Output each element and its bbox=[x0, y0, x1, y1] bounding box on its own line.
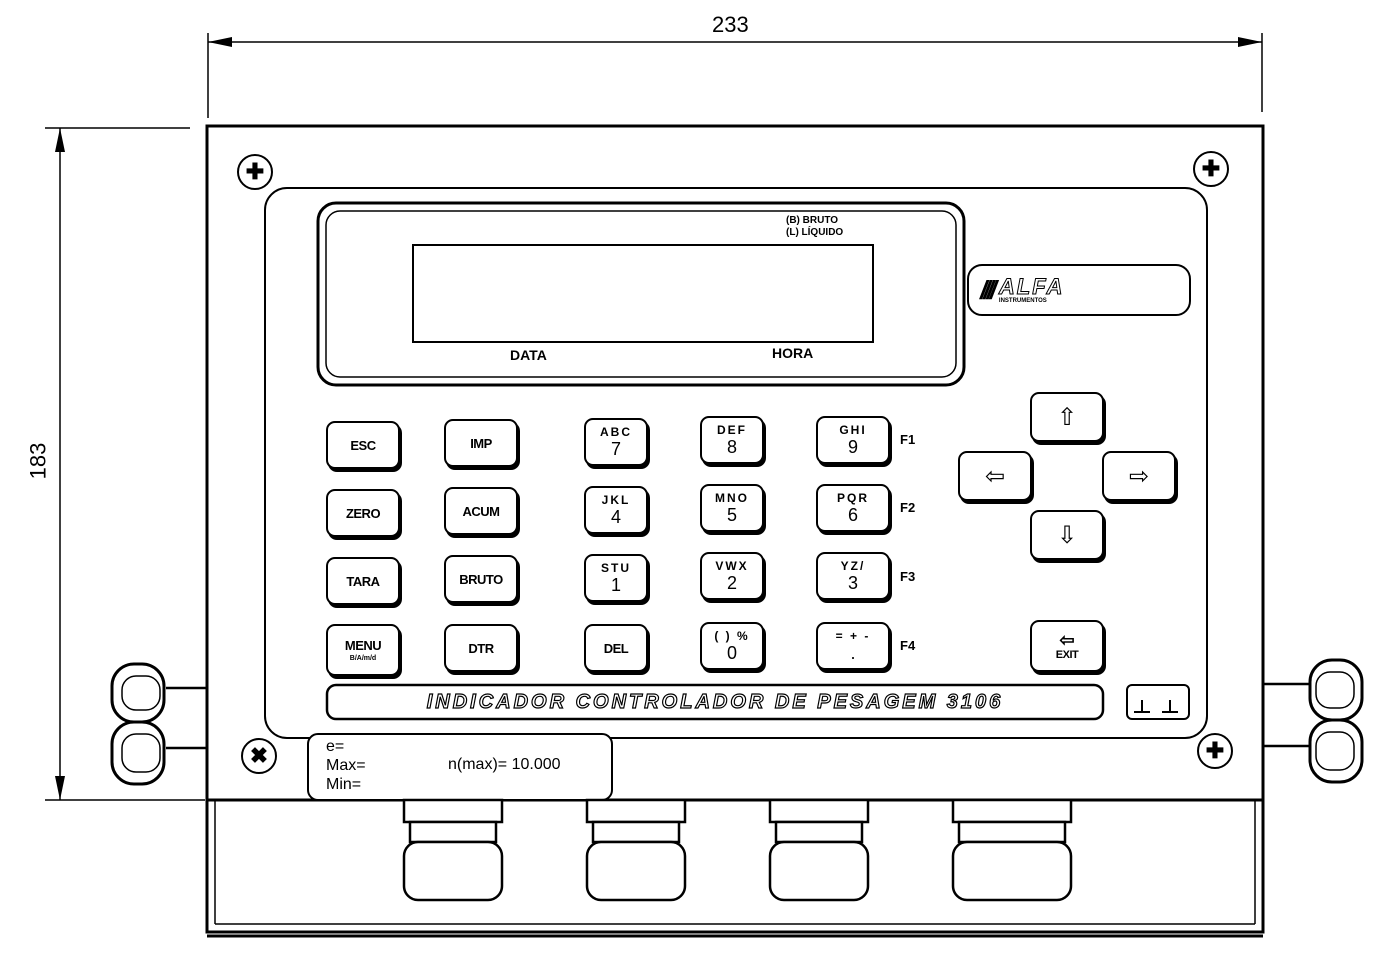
zero-key[interactable]: ZERO bbox=[326, 489, 400, 537]
del-key[interactable]: DEL bbox=[584, 624, 648, 672]
tara-key[interactable]: TARA bbox=[326, 557, 400, 605]
date-label: DATA bbox=[510, 347, 547, 363]
nameplate-title: INDICADOR CONTROLADOR DE PESAGEM 3106 bbox=[426, 690, 1004, 713]
arrow-up-icon: ⇧ bbox=[1056, 403, 1078, 431]
bruto-key[interactable]: BRUTO bbox=[444, 555, 518, 603]
lcd-display bbox=[413, 245, 873, 342]
exit-arrow-icon: ⇦ bbox=[1059, 630, 1075, 650]
down-arrow-key[interactable]: ⇩ bbox=[1030, 510, 1104, 560]
mode-gross-label: (B) BRUTO bbox=[786, 215, 839, 226]
imp-key[interactable]: IMP bbox=[444, 419, 518, 467]
mode-net-label: (L) LÍQUIDO bbox=[786, 227, 844, 238]
f4-label: F4 bbox=[900, 638, 916, 653]
brand-name: ALFA bbox=[998, 274, 1065, 299]
acum-key[interactable]: ACUM bbox=[444, 487, 518, 535]
arrow-down-icon: ⇩ bbox=[1056, 521, 1078, 549]
key-0[interactable]: ( ) %0 bbox=[700, 622, 764, 670]
exit-key[interactable]: ⇦ EXIT bbox=[1030, 620, 1104, 672]
esc-key[interactable]: ESC bbox=[326, 421, 400, 469]
display-mode-labels: (B) BRUTO (L) LÍQUIDO bbox=[786, 215, 843, 239]
right-arrow-key[interactable]: ⇨ bbox=[1102, 451, 1176, 501]
f1-label: F1 bbox=[900, 432, 916, 447]
brand-logo: //// ALFA INSTRUMENTOS bbox=[980, 272, 1180, 308]
time-label: HORA bbox=[772, 345, 814, 361]
rating-max: Max= bbox=[326, 757, 366, 774]
screw-bottom-left-icon: ✖ bbox=[241, 738, 277, 774]
dtr-key[interactable]: DTR bbox=[444, 624, 518, 672]
screw-top-right-icon: ✚ bbox=[1193, 151, 1229, 187]
ratings-left: e= Max= Min= bbox=[326, 737, 366, 794]
screw-bottom-right-icon: ✚ bbox=[1197, 733, 1233, 769]
rating-e: e= bbox=[326, 738, 345, 755]
key-3[interactable]: YZ/3 bbox=[816, 552, 890, 600]
f2-label: F2 bbox=[900, 500, 916, 515]
rating-min: Min= bbox=[326, 776, 362, 793]
logo-stripes-icon: //// bbox=[980, 274, 997, 305]
arrow-left-icon: ⇦ bbox=[984, 462, 1006, 490]
left-arrow-key[interactable]: ⇦ bbox=[958, 451, 1032, 501]
rating-n-max: n(max)= 10.000 bbox=[448, 756, 561, 773]
key-dot[interactable]: = + -. bbox=[816, 622, 890, 670]
f3-label: F3 bbox=[900, 569, 916, 584]
screw-top-left-icon: ✚ bbox=[237, 154, 273, 190]
arrow-right-icon: ⇨ bbox=[1128, 462, 1150, 490]
width-dimension-label: 233 bbox=[712, 12, 749, 37]
up-arrow-key[interactable]: ⇧ bbox=[1030, 392, 1104, 442]
brand-subtitle: INSTRUMENTOS bbox=[998, 298, 1047, 304]
